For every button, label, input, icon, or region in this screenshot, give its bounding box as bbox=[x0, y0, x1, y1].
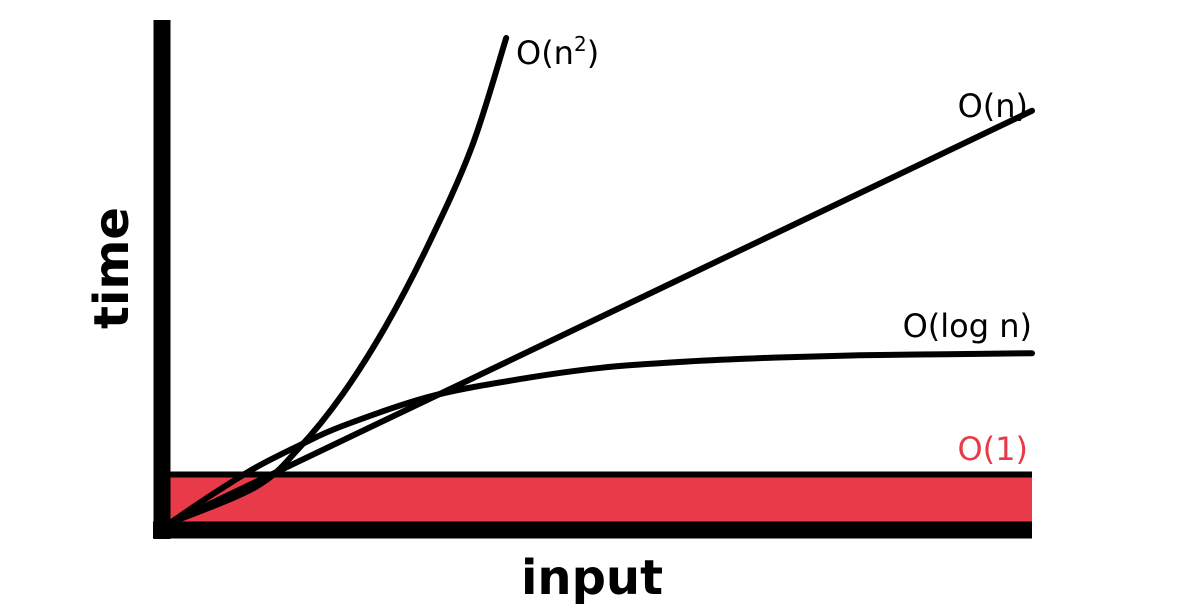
series-1-label: O(log n) bbox=[903, 307, 1032, 345]
series-3-label: O(n2) bbox=[516, 32, 599, 72]
series-labels: O(1)O(log n)O(n)O(n2) bbox=[516, 32, 1032, 468]
series-layer bbox=[167, 35, 1035, 526]
series-3-label-main: O(n bbox=[516, 34, 574, 72]
x-axis-label: input bbox=[521, 550, 663, 606]
series-3-label-superscript: 2 bbox=[574, 32, 587, 56]
axis-layer bbox=[153, 20, 1032, 539]
series-0-label: O(1) bbox=[957, 430, 1028, 468]
series-3-label-close: ) bbox=[587, 34, 599, 72]
series-2-label: O(n) bbox=[958, 87, 1028, 125]
y-axis-label: time bbox=[84, 207, 140, 329]
series-1-line bbox=[167, 350, 1035, 526]
o1-band bbox=[170, 474, 1032, 528]
series-3-line bbox=[167, 35, 510, 526]
o1-band-layer bbox=[170, 474, 1032, 528]
series-2-line bbox=[167, 107, 1035, 526]
